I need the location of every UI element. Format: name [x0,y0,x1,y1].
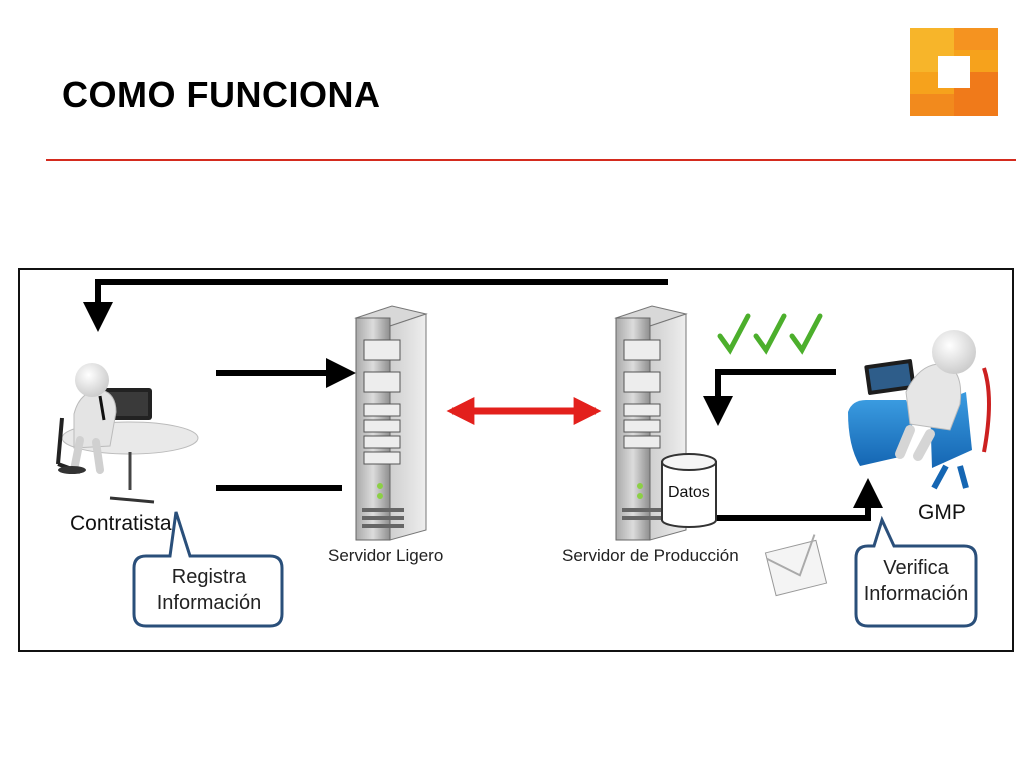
servidor-produccion-label: Servidor de Producción [562,546,739,565]
callout-bubble [854,515,978,628]
envelope-icon [764,534,828,597]
callout-verifica-line2: Información [863,583,969,605]
contratista-label: Contratista [70,512,172,535]
person-at-desk-icon [56,363,199,504]
person-on-laptop-icon [848,330,991,490]
datos-label: Datos [668,484,710,501]
servidor-ligero-label: Servidor Ligero [328,546,444,565]
callout-registra-line1: Registra [171,566,247,588]
gmp-label: GMP [918,501,966,524]
logo-icon [910,28,998,116]
slide-title: COMO FUNCIONA [62,74,381,115]
callout-registra-line2: Información [156,592,262,614]
callout-registra: Registra Información [136,564,282,616]
feedback-arrow [83,279,668,332]
callout-verifica: Verifica Información [858,555,974,607]
callout-bubble [132,511,284,628]
arrow-gmp-to-prod [703,369,836,426]
callout-verifica-line1: Verifica [883,557,949,579]
server-tower-icon [354,305,428,541]
title-divider [46,159,1016,161]
database-icon [661,453,717,528]
checkmark-icon [717,313,823,355]
arrow-datos-to-gmp [716,478,883,521]
